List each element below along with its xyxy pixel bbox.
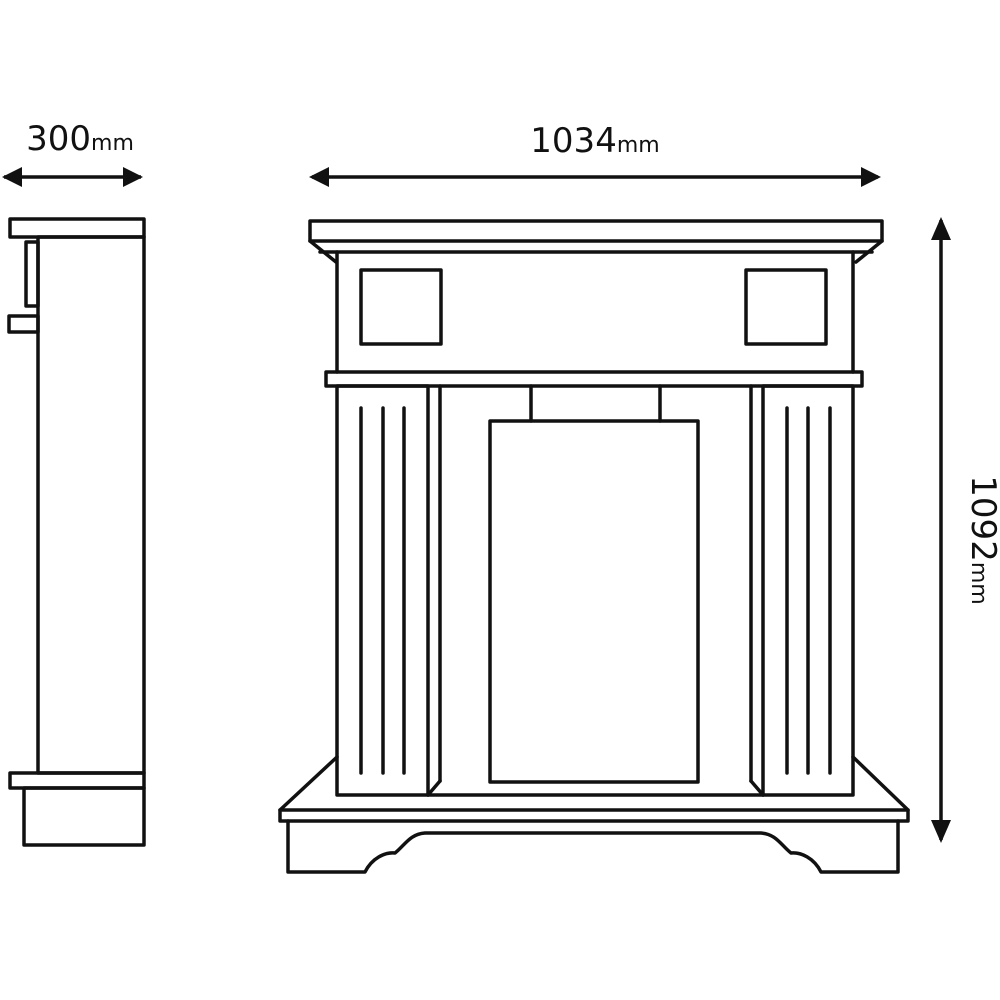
firebox-opening: [488, 419, 700, 784]
frieze-panel-right: [744, 268, 828, 346]
width-label: 1034mm: [530, 121, 659, 161]
depth-label: 300mm: [26, 119, 134, 159]
pillar-right: [761, 384, 855, 797]
depth-dimension-arrow: [2, 167, 143, 187]
side-view: [7, 217, 146, 847]
height-dimension-arrow: [931, 217, 951, 843]
front-view: [278, 219, 910, 874]
frieze-panel-left: [359, 268, 443, 346]
mantel-top: [308, 219, 884, 243]
mantel-shelf: [324, 370, 864, 388]
width-dimension-arrow: [309, 167, 881, 187]
pillar-left: [335, 384, 430, 797]
plinth-base: [286, 819, 900, 874]
height-label: 1092mm: [963, 475, 1000, 604]
hearth: [278, 808, 910, 823]
